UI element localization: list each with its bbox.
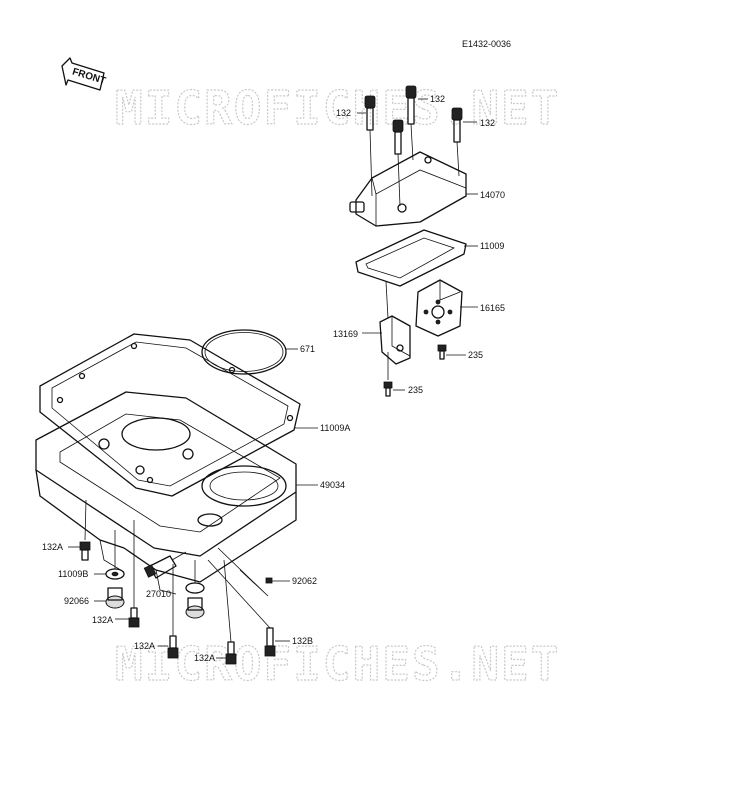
bolt-132-mid-icon [392, 119, 404, 207]
oil-pressure-switch-icon [143, 551, 187, 579]
bolt-235-right-icon [437, 344, 447, 360]
label-92062: 92062 [292, 576, 317, 586]
label-132-left: 132 [336, 108, 351, 118]
watermark-bottom: MICROFICHES.NET [115, 637, 560, 691]
drain-plug-right-icon [185, 560, 205, 619]
label-671: 671 [300, 344, 315, 354]
label-27010: 27010 [146, 589, 171, 599]
label-16165: 16165 [480, 303, 505, 313]
label-92066: 92066 [64, 596, 89, 606]
front-arrow-label: FRONT [71, 66, 107, 87]
label-49034: 49034 [320, 480, 345, 490]
bolt-235-bottom-icon [383, 381, 393, 397]
label-14070: 14070 [480, 190, 505, 200]
bolt-132-top-icon [405, 85, 417, 161]
label-132-right: 132 [480, 118, 495, 128]
label-235-right: 235 [468, 350, 483, 360]
bracket-icon [379, 315, 411, 380]
label-132-top: 132 [430, 94, 445, 104]
watermark-top: MICROFICHES.NET [115, 81, 560, 135]
drain-plug-92066-icon [105, 587, 125, 609]
bolt-132A-center-icon [128, 520, 140, 628]
diagram-code: E1432-0036 [462, 39, 511, 49]
label-132A-2: 132A [92, 615, 113, 625]
bolt-132-left-icon [364, 95, 376, 197]
label-132A-1: 132A [42, 542, 63, 552]
bolt-132-right-icon [451, 107, 463, 177]
label-11009B: 11009B [58, 569, 88, 579]
bolt-132A-lower-icon [167, 564, 179, 659]
label-132A-4: 132A [194, 653, 215, 663]
bolt-132A-left-icon [79, 499, 91, 561]
bolt-132A-bottom-icon [223, 559, 237, 665]
label-11009A: 11009A [320, 423, 350, 433]
label-132B: 132B [292, 636, 313, 646]
label-235-bottom: 235 [408, 385, 423, 395]
oil-pan-gasket-icon [39, 333, 301, 497]
plug-92062-icon [217, 547, 273, 597]
washer-11009B-icon [105, 530, 125, 580]
front-arrow-icon: FRONT [61, 57, 107, 91]
label-13169: 13169 [333, 329, 358, 339]
leader-lines [68, 98, 478, 659]
breather-plate-icon [415, 279, 463, 337]
oil-pan-icon [35, 391, 297, 595]
label-11009: 11009 [480, 241, 504, 251]
cover-gasket-icon [355, 229, 467, 319]
label-132A-3: 132A [134, 641, 155, 651]
o-ring-icon [201, 329, 287, 375]
breather-cover-icon [349, 151, 467, 227]
bolt-132B-icon [207, 559, 276, 657]
